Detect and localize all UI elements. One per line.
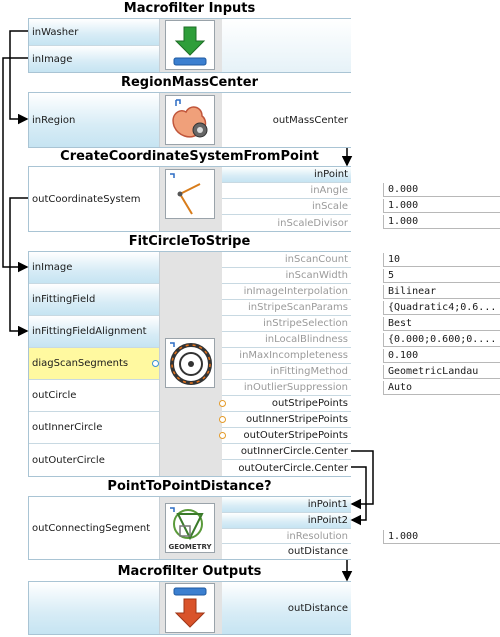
output-port-outinnercircle[interactable]: outInnerCircle	[29, 412, 159, 444]
output-port-outdistance[interactable]: outDistance	[222, 544, 351, 559]
input-port-infittingfieldalignment[interactable]: inFittingFieldAlignment	[29, 316, 159, 348]
output-port-outconnectingsegment[interactable]: outConnectingSegment	[29, 497, 159, 559]
param-inpoint[interactable]: inPoint	[222, 167, 351, 183]
output-dot-innerstripepoints	[219, 416, 226, 423]
fit-circle-icon	[165, 338, 215, 388]
param-inimageinterpolation[interactable]: inImageInterpolation	[222, 284, 351, 300]
param-instripescanparams[interactable]: inStripeScanParams	[222, 300, 351, 316]
output-port-outstripepoints[interactable]: outStripePoints	[222, 396, 351, 412]
fit-circle-block[interactable]: inImage inFittingField inFittingFieldAli…	[28, 251, 351, 477]
macrofilter-inputs-block[interactable]: inWasher inImage	[28, 18, 351, 73]
coordinate-system-icon	[165, 169, 215, 219]
value-inresolution[interactable]: 1.000	[383, 530, 500, 544]
wire-inwasher-inregion	[9, 30, 29, 125]
output-dot-outerstripepoints	[219, 432, 226, 439]
param-inmaxincompleteness[interactable]: inMaxIncompleteness	[222, 348, 351, 364]
input-arrow-icon	[165, 20, 215, 70]
param-instripeselection[interactable]: inStripeSelection	[222, 316, 351, 332]
output-arrow-icon	[165, 583, 215, 633]
macrofilter-outputs-title: Macrofilter Outputs	[117, 564, 262, 579]
value-infittingmethod[interactable]: GeometricLandau	[383, 365, 500, 379]
param-inscale[interactable]: inScale	[222, 199, 351, 215]
input-port-inimage[interactable]: inImage	[29, 46, 159, 72]
value-inscanwidth[interactable]: 5	[383, 269, 500, 283]
value-inscancount[interactable]: 10	[383, 253, 500, 267]
param-inoutliersuppression[interactable]: inOutlierSuppression	[222, 380, 351, 396]
empty-input-pane	[29, 582, 159, 634]
wire-innercenter-inpoint1	[350, 450, 374, 510]
fit-circle-title: FitCircleToStripe	[128, 234, 251, 249]
value-instripeselection[interactable]: Best	[383, 317, 500, 331]
geometry-label: GEOMETRY	[168, 543, 212, 551]
output-port-outmasscenter[interactable]: outMassCenter	[222, 93, 351, 147]
input-port-inwasher[interactable]: inWasher	[29, 19, 159, 46]
param-inangle[interactable]: inAngle	[222, 183, 351, 199]
region-mass-center-title: RegionMassCenter	[120, 75, 258, 90]
macrofilter-outputs-block[interactable]: outDistance	[28, 581, 351, 635]
value-instripescanparams[interactable]: {Quadratic4;0.6...	[383, 301, 500, 315]
point-distance-block[interactable]: outConnectingSegment GEOMETRY inPoint1 i…	[28, 496, 351, 560]
value-inimageinterpolation[interactable]: Bilinear	[383, 285, 500, 299]
region-mass-center-icon	[165, 95, 215, 145]
param-infittingmethod[interactable]: inFittingMethod	[222, 364, 351, 380]
output-port-outoutercircle-center[interactable]: outOuterCircle.Center	[222, 460, 351, 476]
output-port-outcoordinatesystem[interactable]: outCoordinateSystem	[29, 167, 159, 231]
value-inoutliersuppression[interactable]: Auto	[383, 381, 500, 395]
wire-outercenter-inpoint2	[350, 466, 367, 526]
create-coordinate-system-block[interactable]: outCoordinateSystem inPoint inAngle inSc…	[28, 166, 351, 232]
value-inlocalblindness[interactable]: {0.000;0.600;0....	[383, 333, 500, 347]
value-inscaledivisor[interactable]: 1.000	[383, 215, 500, 229]
param-inscaledivisor[interactable]: inScaleDivisor	[222, 215, 351, 231]
diag-port-dot	[152, 360, 159, 367]
output-port-outcircle[interactable]: outCircle	[29, 380, 159, 412]
input-port-infittingfield[interactable]: inFittingField	[29, 284, 159, 316]
output-port-outoutercircle[interactable]: outOuterCircle	[29, 444, 159, 476]
param-inresolution[interactable]: inResolution	[222, 529, 351, 544]
output-port-outinnercircle-center[interactable]: outInnerCircle.Center	[222, 444, 351, 460]
value-inmaxincompleteness[interactable]: 0.100	[383, 349, 500, 363]
param-inscancount[interactable]: inScanCount	[222, 252, 351, 268]
param-inscanwidth[interactable]: inScanWidth	[222, 268, 351, 284]
wire-inimage-fitcircle	[2, 57, 29, 273]
output-port-outinnerstripepoints[interactable]: outInnerStripePoints	[222, 412, 351, 428]
param-inlocalblindness[interactable]: inLocalBlindness	[222, 332, 351, 348]
param-inpoint2[interactable]: inPoint2	[222, 513, 351, 529]
wire-coordsystem-alignment	[9, 197, 29, 337]
input-port-inimage[interactable]: inImage	[29, 252, 159, 284]
output-port-diagscansegments[interactable]: diagScanSegments	[29, 348, 159, 380]
geometry-icon: GEOMETRY	[165, 503, 215, 553]
region-mass-center-block[interactable]: inRegion outMassCenter	[28, 92, 351, 148]
create-coordinate-system-title: CreateCoordinateSystemFromPoint	[60, 149, 319, 164]
param-inpoint1[interactable]: inPoint1	[222, 497, 351, 513]
input-port-inregion[interactable]: inRegion	[29, 93, 159, 147]
value-inangle[interactable]: 0.000	[383, 183, 500, 197]
point-distance-title: PointToPointDistance?	[107, 479, 272, 494]
macrofilter-inputs-title: Macrofilter Inputs	[123, 1, 256, 16]
output-port-outdistance-final[interactable]: outDistance	[222, 582, 351, 634]
empty-output-pane	[222, 19, 351, 72]
value-inscale[interactable]: 1.000	[383, 199, 500, 213]
output-dot-stripepoints	[219, 400, 226, 407]
output-port-outouterstripepoints[interactable]: outOuterStripePoints	[222, 428, 351, 444]
